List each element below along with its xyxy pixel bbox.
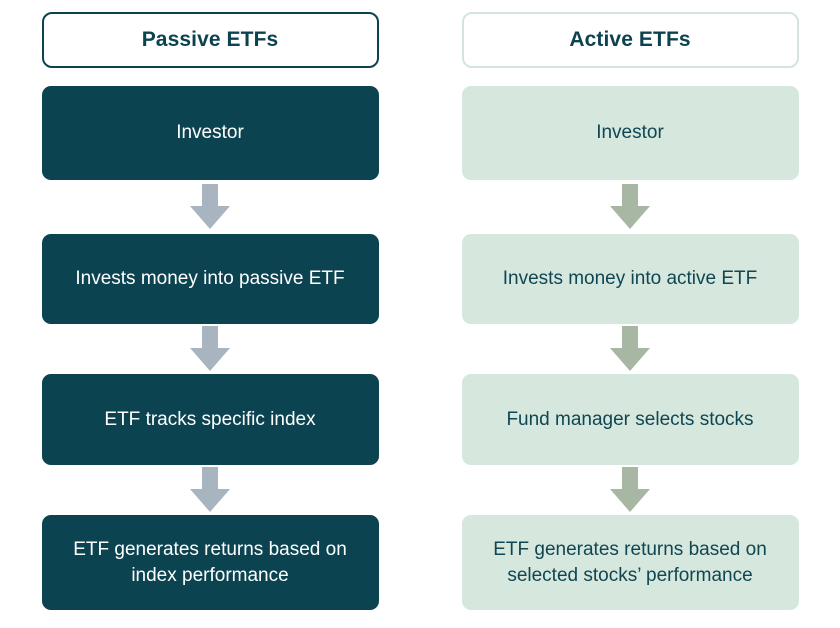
column-active-etfs: Active ETFs Investor Invests money into … [420, 0, 840, 628]
node-active-step-3: Fund manager selects stocks [461, 374, 799, 465]
down-arrow-icon [189, 184, 231, 230]
node-passive-step-2-label: Invests money into passive ETF [75, 268, 345, 290]
node-active-step-4-label: ETF generates returns based on selected … [493, 539, 767, 586]
arrow-active-1 [462, 180, 799, 234]
node-passive-step-4-label: ETF generates returns based on index per… [73, 539, 347, 586]
node-active-step-2-label: Invests money into active ETF [502, 268, 758, 290]
arrow-active-3 [462, 465, 799, 515]
node-active-step-3-label: Fund manager selects stocks [506, 408, 754, 430]
node-passive-step-1-label: Investor [176, 122, 244, 144]
arrow-passive-2 [42, 324, 379, 374]
down-arrow-icon [189, 467, 231, 513]
down-arrow-icon [609, 326, 651, 372]
arrow-passive-3 [42, 465, 379, 515]
column-header-passive-label: Passive ETFs [141, 28, 279, 51]
down-arrow-icon [189, 326, 231, 372]
column-header-active: Active ETFs [461, 12, 799, 68]
node-passive-step-4: ETF generates returns based on index per… [41, 515, 379, 610]
node-active-step-4: ETF generates returns based on selected … [461, 515, 799, 610]
node-passive-step-3: ETF tracks specific index [41, 374, 379, 465]
down-arrow-icon [609, 467, 651, 513]
node-passive-step-1: Investor [41, 86, 379, 180]
arrow-active-2 [462, 324, 799, 374]
node-passive-step-2: Invests money into passive ETF [41, 234, 379, 324]
node-passive-step-3-label: ETF tracks specific index [104, 408, 316, 430]
down-arrow-icon [609, 184, 651, 230]
node-active-step-1-label: Investor [596, 122, 664, 144]
column-passive-etfs: Passive ETFs Investor Invests money into… [41, 12, 379, 610]
node-active-step-2: Invests money into active ETF [461, 234, 799, 324]
node-active-step-1: Investor [461, 86, 799, 180]
column-header-active-label: Active ETFs [569, 28, 691, 51]
arrow-passive-1 [42, 180, 379, 234]
column-header-passive: Passive ETFs [41, 12, 379, 68]
